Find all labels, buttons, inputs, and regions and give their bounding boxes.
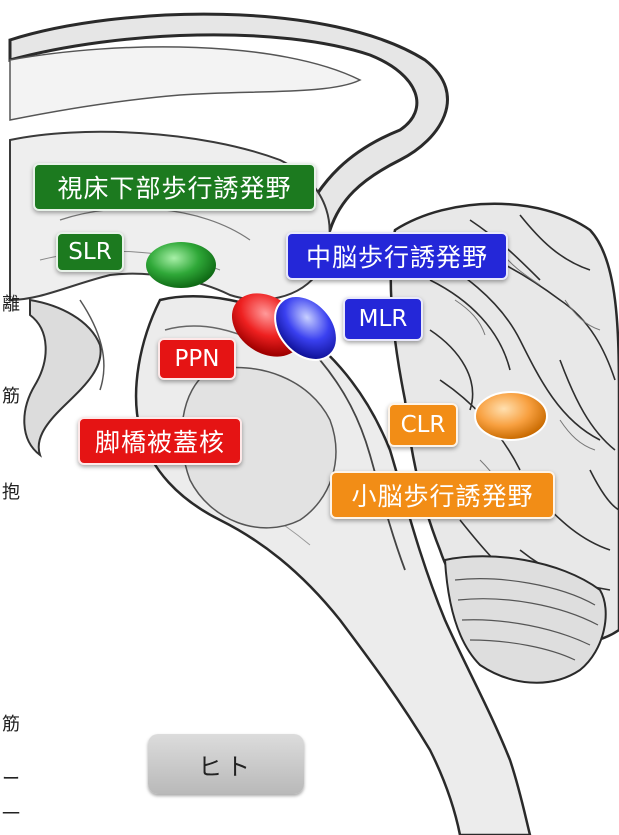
edge-text: ー <box>2 765 20 791</box>
label-cerebellar-locomotor-region: 小脳歩行誘発野 <box>330 471 555 519</box>
species-toggle-button[interactable]: ヒト <box>148 734 304 794</box>
label-midbrain-locomotor-region: 中脳歩行誘発野 <box>286 232 508 280</box>
label-hypothalamic-locomotor-region: 視床下部歩行誘発野 <box>33 163 316 211</box>
clr-nucleus-marker <box>475 392 547 440</box>
edge-text: 筋 <box>2 710 20 736</box>
label-slr: SLR <box>56 232 124 272</box>
label-mlr: MLR <box>343 297 423 341</box>
edge-text: 一 <box>2 800 20 826</box>
edge-text: 抱 <box>2 478 20 504</box>
edge-text: 筋 <box>2 382 20 408</box>
slr-nucleus-marker <box>146 242 216 288</box>
edge-text: 離 <box>2 290 20 316</box>
label-clr: CLR <box>388 403 458 447</box>
label-ppn: PPN <box>158 338 236 380</box>
label-pedunculopontine-tegmental-nucleus: 脚橋被蓋核 <box>78 417 242 465</box>
